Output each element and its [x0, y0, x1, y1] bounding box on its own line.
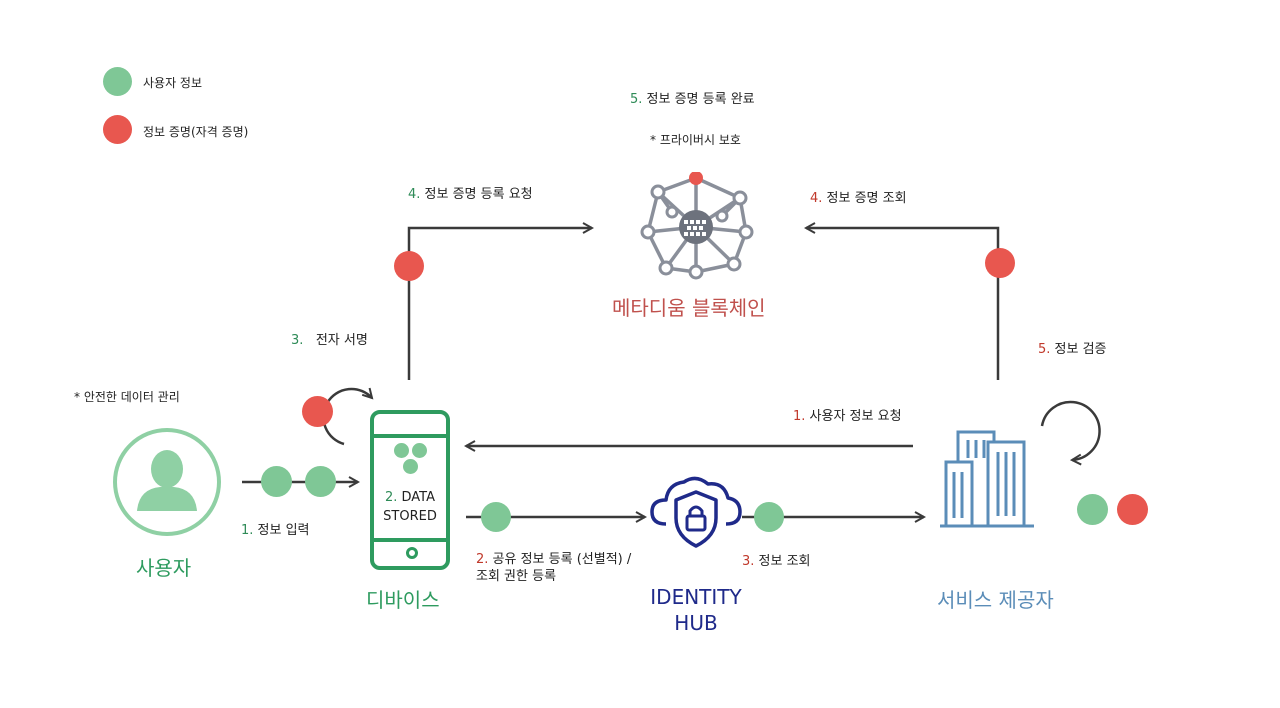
step1-user-info-request: 1. 사용자 정보 요청 [793, 409, 902, 424]
step4-credential-lookup: 4. 정보 증명 조회 [810, 191, 907, 206]
device-phone: 2. DATA STORED [370, 410, 450, 570]
legend-credential: 정보 증명(자격 증명) [143, 125, 249, 139]
cycle-arrow-provider [1040, 400, 1101, 460]
credential-dot-lookup [985, 248, 1015, 278]
step5-verify: 5. 정보 검증 [1038, 342, 1107, 357]
legend-green-dot [103, 67, 132, 96]
step4-register-request: 4. 정보 증명 등록 요청 [408, 187, 533, 202]
user-icon [113, 428, 221, 536]
identity-hub-cloud-lock-icon [650, 476, 742, 548]
step2-share: 2. 공유 정보 등록 (선별적) / 조회 권한 등록 [476, 552, 632, 584]
credential-dot-device [302, 396, 333, 427]
view-info-dot [754, 502, 784, 532]
device-screen-text2: STORED [383, 509, 437, 524]
provider-credential-dot [1117, 494, 1148, 525]
user-label: 사용자 [136, 556, 192, 580]
blockchain-network-icon [640, 172, 754, 280]
step5-complete: 5. 정보 증명 등록 완료 [630, 92, 755, 107]
legend-user-info: 사용자 정보 [143, 76, 203, 90]
step1-input: 1. 정보 입력 [241, 523, 310, 538]
legend-red-dot [103, 115, 132, 144]
device-label: 디바이스 [366, 588, 440, 612]
step3-view: 3. 정보 조회 [742, 554, 811, 569]
device-screen-num: 2. [384, 490, 398, 505]
service-provider-building-icon [940, 430, 1034, 528]
provider-user-info-dot [1077, 494, 1108, 525]
share-info-dot [481, 502, 511, 532]
arrow-register-request [407, 228, 592, 380]
user-info-dot-2 [305, 466, 336, 497]
step3-signature: 3. 전자 서명 [291, 333, 368, 348]
credential-dot-register [394, 251, 424, 281]
provider-label: 서비스 제공자 [937, 588, 1054, 612]
user-info-dot-1 [261, 466, 292, 497]
arrow-credential-lookup [806, 228, 1000, 380]
privacy-note: * 프라이버시 보호 [650, 133, 741, 147]
secure-data-note: * 안전한 데이터 관리 [74, 390, 180, 404]
blockchain-label: 메타디움 블록체인 [612, 296, 766, 320]
device-screen-text1: DATA [401, 490, 436, 505]
